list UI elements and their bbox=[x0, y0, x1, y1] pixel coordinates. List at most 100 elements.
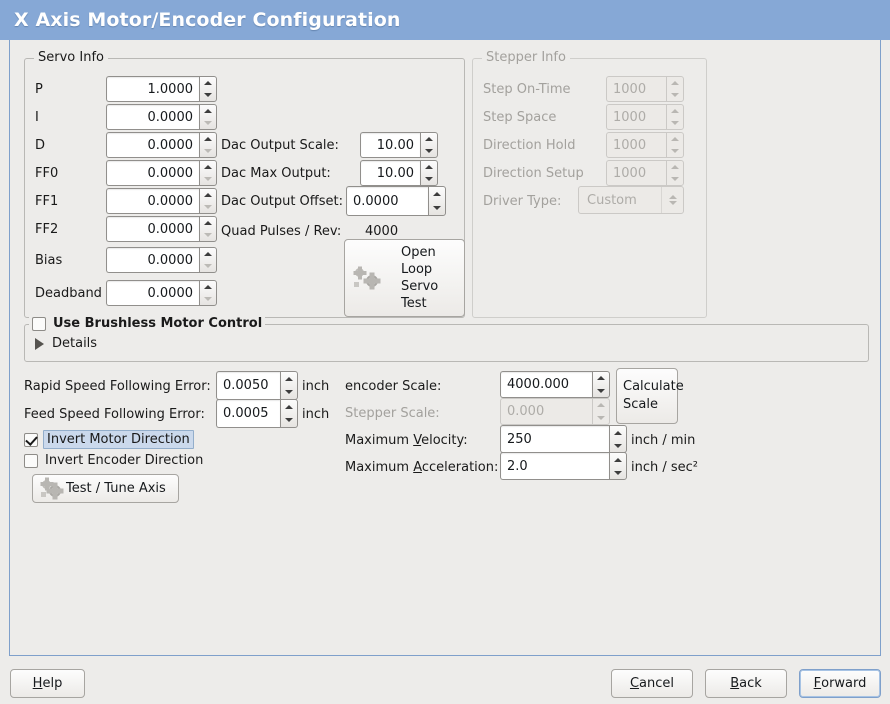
feed-following-error-value[interactable]: 0.0005 bbox=[216, 399, 280, 428]
checkbox-box-icon[interactable] bbox=[32, 316, 46, 331]
encoder-scale-spinner[interactable] bbox=[592, 371, 610, 398]
spin-down-icon[interactable] bbox=[593, 385, 609, 398]
spin-up-icon[interactable] bbox=[610, 426, 626, 439]
use-brushless-checkbox[interactable]: Use Brushless Motor Control bbox=[32, 316, 262, 331]
servo-input-p-value[interactable]: 1.0000 bbox=[106, 76, 199, 102]
max-acceleration-value[interactable]: 2.0 bbox=[500, 452, 609, 480]
dac-output-scale-spinner[interactable] bbox=[420, 132, 438, 158]
stepper-input-direction-setup: 1000 bbox=[606, 160, 684, 186]
spin-down-icon[interactable] bbox=[200, 260, 216, 272]
spin-down-icon[interactable] bbox=[421, 145, 437, 157]
dac-max-output-input[interactable]: 10.00 bbox=[360, 160, 438, 186]
spin-up-icon[interactable] bbox=[200, 77, 216, 89]
spin-down-icon[interactable] bbox=[281, 386, 297, 400]
chevron-right-icon[interactable] bbox=[35, 337, 44, 350]
rapid-following-error-spinner[interactable] bbox=[280, 371, 298, 400]
servo-input-ff1-value[interactable]: 0.0000 bbox=[106, 188, 199, 214]
servo-input-ff2[interactable]: 0.0000 bbox=[106, 216, 217, 242]
servo-input-ff2-spinner[interactable] bbox=[199, 216, 217, 242]
servo-input-ff0-spinner[interactable] bbox=[199, 160, 217, 186]
max-acceleration-spinner[interactable] bbox=[609, 452, 627, 480]
servo-input-p[interactable]: 1.0000 bbox=[106, 76, 217, 102]
spin-down-icon[interactable] bbox=[200, 173, 216, 185]
spin-down-icon[interactable] bbox=[200, 117, 216, 129]
spin-down-icon bbox=[667, 145, 683, 157]
feed-following-error-spinner[interactable] bbox=[280, 399, 298, 428]
servo-input-i-value[interactable]: 0.0000 bbox=[106, 104, 199, 130]
spin-up-icon[interactable] bbox=[200, 217, 216, 229]
servo-input-ff2-value[interactable]: 0.0000 bbox=[106, 216, 199, 242]
spin-down-icon[interactable] bbox=[610, 466, 626, 479]
spin-up-icon[interactable] bbox=[200, 248, 216, 260]
servo-input-bias[interactable]: 0.0000 bbox=[106, 247, 217, 273]
details-expander[interactable]: Details bbox=[35, 336, 97, 351]
dac-max-output-spinner[interactable] bbox=[420, 160, 438, 186]
servo-input-bias-spinner[interactable] bbox=[199, 247, 217, 273]
servo-input-d[interactable]: 0.0000 bbox=[106, 132, 217, 158]
spin-up-icon[interactable] bbox=[200, 281, 216, 293]
spin-down-icon[interactable] bbox=[200, 89, 216, 101]
encoder-scale-input[interactable]: 4000.000 bbox=[500, 371, 610, 398]
spin-down-icon[interactable] bbox=[200, 201, 216, 213]
servo-input-d-spinner[interactable] bbox=[199, 132, 217, 158]
dac-max-output-value[interactable]: 10.00 bbox=[360, 160, 420, 186]
servo-input-i[interactable]: 0.0000 bbox=[106, 104, 217, 130]
servo-input-deadband-spinner[interactable] bbox=[199, 280, 217, 306]
spin-down-icon[interactable] bbox=[200, 145, 216, 157]
max-velocity-value[interactable]: 250 bbox=[500, 425, 609, 453]
spin-down-icon[interactable] bbox=[429, 201, 445, 215]
spin-up-icon[interactable] bbox=[200, 161, 216, 173]
invert-motor-direction-checkbox[interactable]: Invert Motor Direction bbox=[24, 430, 194, 449]
spin-up-icon[interactable] bbox=[610, 453, 626, 466]
spin-down-icon[interactable] bbox=[610, 439, 626, 452]
dac-output-offset-spinner[interactable] bbox=[428, 186, 446, 216]
servo-input-d-value[interactable]: 0.0000 bbox=[106, 132, 199, 158]
max-acceleration-input[interactable]: 2.0 bbox=[500, 452, 627, 480]
servo-input-p-spinner[interactable] bbox=[199, 76, 217, 102]
spin-up-icon[interactable] bbox=[429, 187, 445, 201]
feed-following-error-input[interactable]: 0.0005 bbox=[216, 399, 298, 428]
spin-up-icon[interactable] bbox=[281, 372, 297, 386]
servo-input-bias-value[interactable]: 0.0000 bbox=[106, 247, 199, 273]
max-velocity-input[interactable]: 250 bbox=[500, 425, 627, 453]
encoder-scale-value[interactable]: 4000.000 bbox=[500, 371, 592, 398]
servo-input-deadband[interactable]: 0.0000 bbox=[106, 280, 217, 306]
spin-down-icon[interactable] bbox=[421, 173, 437, 185]
max-velocity-spinner[interactable] bbox=[609, 425, 627, 453]
dac-output-offset-input[interactable]: 0.0000 bbox=[346, 186, 446, 216]
rapid-following-error-input[interactable]: 0.0050 bbox=[216, 371, 298, 400]
servo-input-ff1[interactable]: 0.0000 bbox=[106, 188, 217, 214]
test-tune-axis-button[interactable]: Test / Tune Axis bbox=[32, 474, 179, 503]
spin-down-icon[interactable] bbox=[200, 229, 216, 241]
invert-encoder-direction-checkbox[interactable]: Invert Encoder Direction bbox=[24, 453, 203, 468]
checkbox-checked-icon[interactable] bbox=[24, 432, 38, 447]
calculate-scale-button[interactable]: Calculate Scale bbox=[616, 368, 684, 424]
spin-up-icon[interactable] bbox=[421, 133, 437, 145]
dac-output-scale-input[interactable]: 10.00 bbox=[360, 132, 438, 158]
dac-output-offset-label: Dac Output Offset: bbox=[221, 194, 343, 209]
servo-label-deadband: Deadband bbox=[35, 286, 102, 301]
checkbox-box-icon[interactable] bbox=[24, 453, 38, 468]
rapid-following-error-value[interactable]: 0.0050 bbox=[216, 371, 280, 400]
spin-down-icon[interactable] bbox=[200, 293, 216, 305]
servo-input-i-spinner[interactable] bbox=[199, 104, 217, 130]
spin-up-icon[interactable] bbox=[200, 133, 216, 145]
spin-up-icon[interactable] bbox=[593, 372, 609, 385]
servo-input-deadband-value[interactable]: 0.0000 bbox=[106, 280, 199, 306]
dac-output-offset-value[interactable]: 0.0000 bbox=[346, 186, 428, 216]
servo-input-ff1-spinner[interactable] bbox=[199, 188, 217, 214]
spin-up-icon[interactable] bbox=[200, 105, 216, 117]
spin-up-icon[interactable] bbox=[200, 189, 216, 201]
servo-input-ff0[interactable]: 0.0000 bbox=[106, 160, 217, 186]
spin-up-icon[interactable] bbox=[281, 400, 297, 414]
dac-output-scale-value[interactable]: 10.00 bbox=[360, 132, 420, 158]
spin-up-icon[interactable] bbox=[421, 161, 437, 173]
servo-input-ff0-value[interactable]: 0.0000 bbox=[106, 160, 199, 186]
open-loop-servo-test-button[interactable]: Open Loop Servo Test bbox=[344, 239, 465, 317]
spin-down-icon[interactable] bbox=[281, 414, 297, 428]
